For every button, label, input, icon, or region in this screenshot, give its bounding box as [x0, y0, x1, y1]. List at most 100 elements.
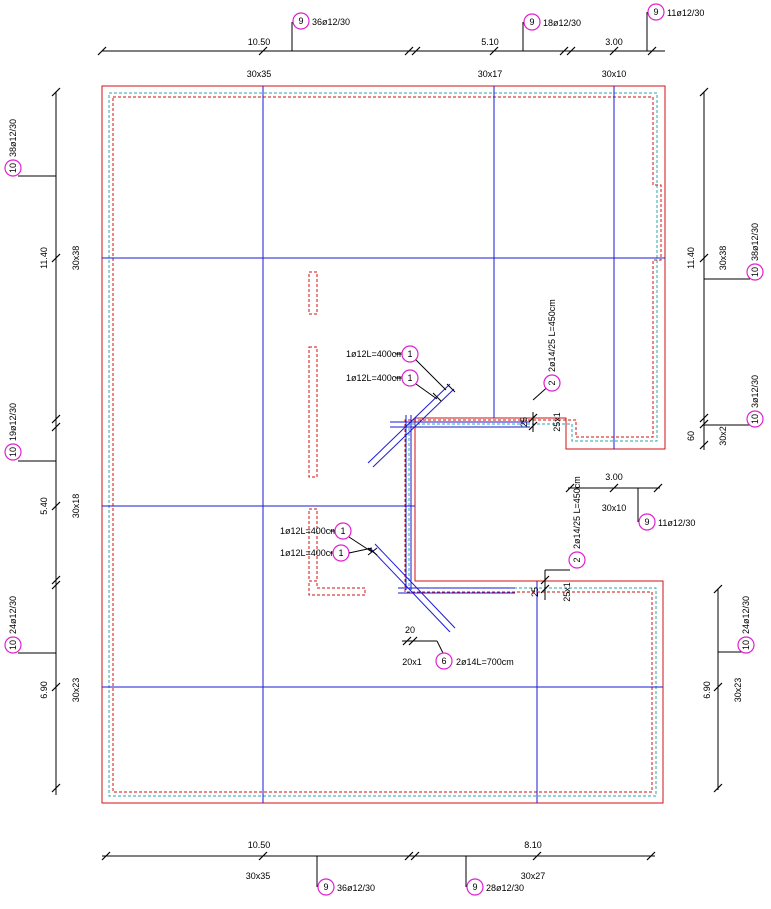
- dimension-length: 3.00: [605, 37, 623, 47]
- dimension-tick: [51, 501, 61, 511]
- dimension-tick: [653, 483, 663, 493]
- bar-mark-spec: 36ø12/30: [312, 17, 350, 27]
- bar-mark-spec: 2ø14/25 L=450cm: [547, 299, 557, 372]
- splice-bar-callout: 20 20x1 6 2ø14L=700cm: [402, 625, 514, 670]
- bar-mark-spec: 19ø12/30: [8, 403, 18, 441]
- slab-outline: [101, 85, 666, 804]
- dimension-tick: [411, 46, 421, 56]
- rebar-line: [374, 543, 456, 629]
- dimension-tick: [408, 636, 418, 646]
- bar-count: 30x2: [718, 426, 728, 446]
- opening-strip: [308, 271, 318, 315]
- dimension-length: 10.50: [248, 37, 271, 47]
- bar-count: 30x38: [71, 246, 81, 271]
- dimension-tick: [540, 584, 550, 594]
- bar-mark-number: 10: [750, 267, 760, 277]
- bar-mark-number: 9: [298, 16, 303, 26]
- leader-line: [415, 383, 438, 400]
- bar-end-mark: [446, 383, 456, 393]
- dimension-tick: [699, 87, 709, 97]
- dimension-length: 6.90: [39, 681, 49, 699]
- bar-mark-number: 1: [407, 373, 412, 383]
- splice-dim: 20: [405, 625, 415, 635]
- edge-bar-dim: 25: [519, 417, 529, 427]
- dimension-tick: [258, 46, 268, 56]
- bar-mark-spec: 11ø12/30: [667, 8, 704, 18]
- bar-mark-spec: 1ø12L=400cm: [346, 373, 404, 383]
- dimension-tick: [532, 851, 542, 861]
- bar-mark-circle: [568, 551, 586, 569]
- dimension-tick: [699, 253, 709, 263]
- dimension-length: 5.10: [481, 37, 499, 47]
- dimension-tick: [489, 46, 499, 56]
- bar-count: 30x35: [246, 871, 271, 881]
- dimension-tick: [646, 851, 656, 861]
- edge-bar-callouts: 25 25x1 2 2ø14/25 L=450cm 25 25x1 2 2ø14…: [519, 299, 586, 602]
- dimension-tick: [609, 46, 619, 56]
- bar-count: 25x1: [552, 412, 562, 432]
- dimension-tick: [647, 46, 657, 56]
- bar-count: 30x27: [521, 871, 546, 881]
- bar-mark-number: 9: [529, 17, 534, 27]
- bar-count: 30x18: [71, 494, 81, 519]
- dimension-tick: [566, 46, 576, 56]
- bar-count: 30x23: [71, 678, 81, 703]
- bar-mark-circle: [4, 636, 22, 654]
- notch-dimension: 3.00 30x10 9 11ø12/30: [565, 472, 695, 531]
- leader-line: [348, 536, 373, 553]
- top-dimensions: 10.50 5.10 3.00 30x35 30x17 30x10 9 36ø1…: [97, 3, 704, 79]
- bar-mark-spec: 2ø14L=700cm: [456, 657, 514, 667]
- dimension-tick: [51, 422, 61, 432]
- dimension-tick: [565, 483, 575, 493]
- opening-strip: [308, 583, 366, 596]
- dimension-length: 5.40: [39, 497, 49, 515]
- dimension-tick: [699, 413, 709, 423]
- bar-end-mark: [367, 547, 378, 556]
- bar-mark-circle: [401, 369, 419, 387]
- dimension-tick: [51, 575, 61, 585]
- dimension-length: 11.40: [39, 247, 49, 269]
- bar-mark-circle: [543, 374, 561, 392]
- dimension-tick: [51, 682, 61, 692]
- dimension-tick: [404, 46, 414, 56]
- dimension-length: 3.00: [605, 472, 623, 482]
- dimension-length: 10.50: [248, 840, 271, 850]
- left-dimensions: 11.40 5.40 6.90 30x38 30x18 30x23 10 38ø…: [4, 87, 81, 795]
- bar-mark-circle: [638, 513, 656, 531]
- bar-mark-spec: 2ø14/25 L=450cm: [572, 476, 582, 549]
- bar-mark-number: 1: [338, 548, 343, 558]
- dimension-tick: [51, 580, 61, 590]
- bar-mark-circle: [334, 522, 352, 540]
- leader-line: [348, 547, 373, 554]
- opening-strip: [308, 508, 318, 582]
- slab-cover-line: [112, 96, 662, 793]
- bar-mark-circle: [746, 410, 764, 428]
- dimension-tick: [51, 783, 61, 793]
- dimension-length: 6.90: [702, 681, 712, 699]
- leader-line: [415, 359, 447, 391]
- bar-mark-number: 9: [644, 517, 649, 527]
- bar-count: 30x23: [733, 678, 743, 703]
- bar-count: 30x10: [602, 503, 627, 513]
- edge-bar-dim: 25: [530, 587, 540, 597]
- bar-mark-number: 10: [741, 640, 751, 650]
- bar-mark-circle: [523, 13, 541, 31]
- rebar-line: [369, 547, 451, 633]
- rebar-grid: [102, 86, 665, 803]
- bar-mark-circle: [4, 159, 22, 177]
- bar-mark-spec: 1ø12L=400cm: [280, 526, 338, 536]
- bar-count: 30x17: [478, 69, 503, 79]
- dimension-tick: [713, 682, 723, 692]
- bar-mark-number: 1: [340, 526, 345, 536]
- bar-mark-circle: [746, 263, 764, 281]
- bar-mark-spec: 24ø12/30: [741, 596, 751, 634]
- bar-end-mark: [432, 392, 442, 402]
- dimension-length: 11.40: [686, 247, 696, 269]
- dimension-tick: [559, 46, 569, 56]
- bar-mark-spec: 28ø12/30: [486, 883, 524, 893]
- slab-inner-edge: [108, 92, 658, 797]
- bar-mark-circle: [466, 878, 484, 896]
- bar-mark-circle: [4, 443, 22, 461]
- bar-mark-spec: 36ø12/30: [337, 883, 375, 893]
